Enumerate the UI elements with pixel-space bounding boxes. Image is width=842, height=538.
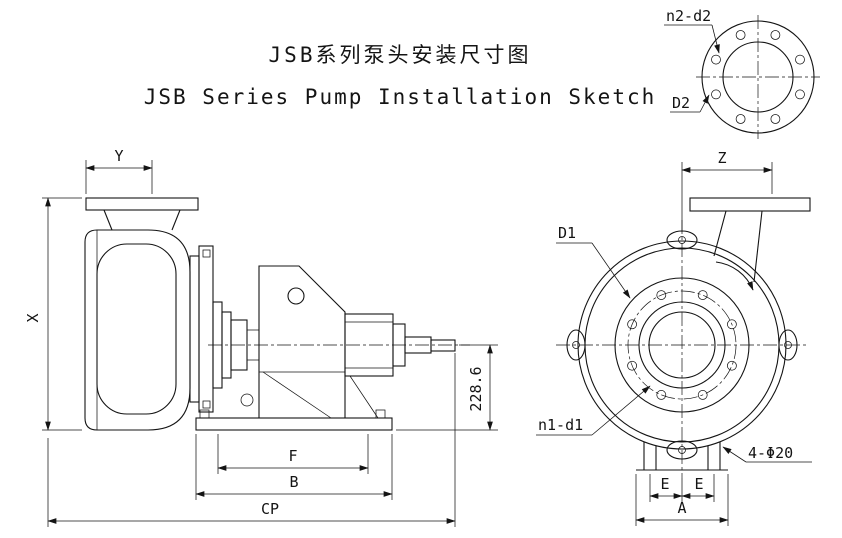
base-plate <box>195 409 393 431</box>
casing-cover <box>189 245 214 413</box>
dim-e-right-label: E <box>694 475 703 493</box>
discharge-flange <box>689 197 811 283</box>
mounting-feet <box>636 442 728 471</box>
dim-a: A <box>635 474 729 526</box>
dim-center-height: 228.6 <box>396 344 498 431</box>
dim-b-label: B <box>289 473 298 491</box>
anchor-bolt-label: 4-Φ20 <box>748 444 793 462</box>
flange-detail-bolt-label: n2-d2 <box>666 7 711 25</box>
label-n2-d2: n2-d2 <box>664 7 720 54</box>
dim-x-label: X <box>24 313 42 322</box>
suction-flange <box>85 197 199 231</box>
dim-cp: CP <box>47 353 456 527</box>
label-d1: D1 <box>556 224 631 299</box>
label-n1-d1: n1-d1 <box>536 385 651 436</box>
end-view-flange-diameter-label: D1 <box>558 224 576 242</box>
end-view-bolt-holes <box>627 290 737 400</box>
dim-e: E E <box>649 474 715 502</box>
dim-a-label: A <box>677 499 686 517</box>
rotation-arrow <box>715 261 754 291</box>
volute-casing <box>84 229 254 431</box>
dim-cp-label: CP <box>261 500 279 518</box>
title-chinese: JSB系列泵头安装尺寸图 <box>269 43 532 67</box>
side-view: Y X 228.6 F B <box>24 147 498 527</box>
dim-e-left-label: E <box>660 475 669 493</box>
dim-z-label: Z <box>717 149 726 167</box>
dim-b: B <box>195 434 393 500</box>
dim-f: F <box>217 434 369 474</box>
end-view: Z D1 n1-d1 4-Φ20 E E <box>536 149 812 526</box>
dim-center-height-label: 228.6 <box>467 366 485 411</box>
dim-y-label: Y <box>114 147 123 165</box>
dim-y: Y <box>85 147 153 194</box>
flange-detail-view: n2-d2 D2 <box>664 7 820 139</box>
label-anchor-bolts: 4-Φ20 <box>722 444 812 463</box>
label-d2: D2 <box>670 94 710 113</box>
end-view-bolt-label: n1-d1 <box>538 416 583 434</box>
casing-lugs <box>566 230 798 460</box>
flange-detail-bolt-holes <box>711 30 805 124</box>
dim-f-label: F <box>288 447 297 465</box>
bearing-frame <box>258 265 379 419</box>
flange-detail-diameter-label: D2 <box>672 94 690 112</box>
dim-z: Z <box>681 149 773 232</box>
title-english: JSB Series Pump Installation Sketch <box>144 85 657 109</box>
dim-x: X <box>24 197 82 431</box>
